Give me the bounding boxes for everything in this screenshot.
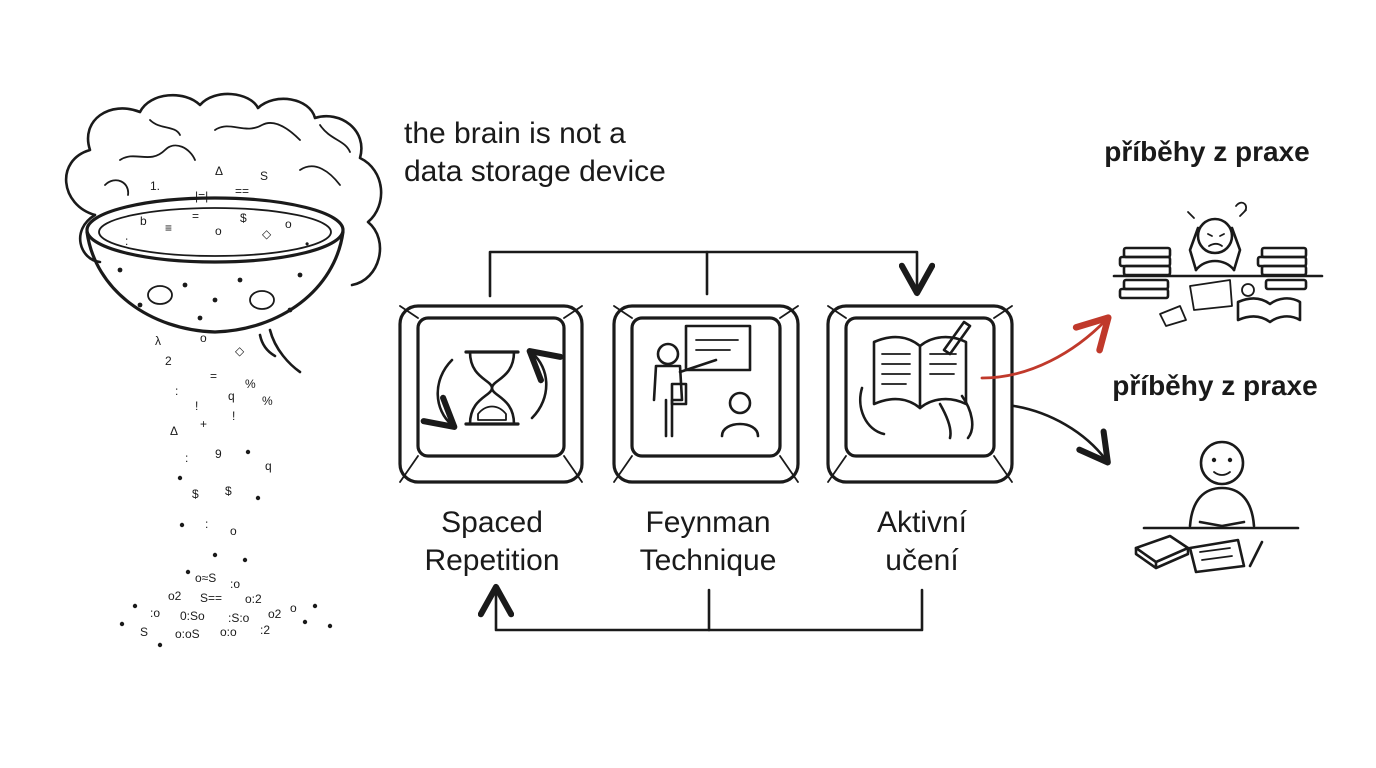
- colander-rim: [85, 196, 345, 264]
- key-face: [416, 316, 566, 458]
- svg-text:o:oS: o:oS: [175, 627, 200, 641]
- hourglass-icon: [420, 348, 564, 430]
- colander-bowl: [85, 230, 345, 334]
- svg-text:o: o: [215, 224, 222, 238]
- top-connector: [488, 250, 936, 298]
- key-face: [630, 316, 782, 458]
- open-book-icon: [859, 320, 974, 440]
- key-outer: [826, 304, 1014, 484]
- svg-text:+: +: [200, 417, 207, 431]
- svg-text::: :: [185, 451, 188, 465]
- technique-key-aktivni-uceni: [826, 304, 1014, 484]
- svg-text::o: :o: [230, 577, 240, 591]
- svg-text:λ: λ: [155, 334, 161, 348]
- svg-text:=: =: [192, 209, 199, 223]
- svg-text:%: %: [245, 377, 256, 391]
- technique-label-2-line-1: Feynman: [645, 506, 770, 539]
- brain-fold: [104, 179, 129, 196]
- headline-line-1: the brain is not a: [404, 117, 626, 150]
- svg-text:q: q: [228, 389, 235, 403]
- svg-text:o: o: [285, 217, 292, 231]
- svg-text:S==: S==: [200, 591, 222, 605]
- svg-text:9: 9: [215, 447, 222, 461]
- key-bevel: [827, 305, 1013, 483]
- svg-text:S: S: [260, 169, 268, 183]
- svg-text::: :: [125, 234, 128, 248]
- brain-fold: [149, 119, 181, 136]
- colander-hole: [147, 285, 173, 305]
- svg-text:|=|: |=|: [195, 189, 208, 203]
- technique-label-3-line-2: učení: [885, 544, 959, 577]
- key-face: [844, 316, 996, 458]
- teacher-icon: [652, 324, 760, 438]
- svg-text:◇: ◇: [235, 344, 245, 358]
- svg-text:•: •: [305, 237, 309, 251]
- svg-text::: :: [175, 384, 178, 398]
- svg-text:≡: ≡: [165, 221, 172, 235]
- key-bevel: [613, 305, 799, 483]
- brain-colander-illustration: b ≡ = o $ ◇ o 1. Δ S |=| == : • λ o ◇ 2 …: [64, 92, 383, 648]
- brain-fold: [119, 144, 196, 161]
- technique-key-spaced-repetition: [398, 304, 584, 484]
- svg-text:==: ==: [235, 184, 249, 198]
- outcome-arrow-red: [980, 314, 1112, 380]
- data-pile: o≈S :o o2 S== o:2 :o 0:So :S:o o2 o S o:…: [119, 571, 333, 648]
- colander-rim-inner: [98, 207, 332, 257]
- svg-text:%: %: [262, 394, 273, 408]
- svg-text:o:2: o:2: [245, 592, 262, 606]
- data-symbols-in-bowl: b ≡ = o $ ◇ o 1. Δ S |=| == : •: [125, 164, 309, 251]
- outcome-label-1: příběhy z praxe: [1104, 136, 1309, 167]
- svg-text::: :: [205, 517, 208, 531]
- calm-student-icon: [1134, 440, 1300, 574]
- svg-text:!: !: [232, 409, 235, 423]
- svg-text:Δ: Δ: [215, 164, 223, 178]
- technique-label-2-line-2: Technique: [640, 544, 777, 577]
- brain-fold: [299, 165, 341, 186]
- svg-text:Δ: Δ: [170, 424, 178, 438]
- svg-text:o:o: o:o: [220, 625, 237, 639]
- svg-text::S:o: :S:o: [228, 611, 250, 625]
- svg-text:o2: o2: [268, 607, 282, 621]
- svg-text:=: =: [210, 369, 217, 383]
- svg-text:1.: 1.: [150, 179, 160, 193]
- svg-text:o: o: [230, 524, 237, 538]
- colander-hole: [249, 290, 275, 310]
- falling-data-stream: λ o ◇ 2 = % : ! q % Δ + ! : 9 q $ $ : o: [155, 331, 273, 575]
- svg-text:o2: o2: [168, 589, 182, 603]
- svg-text:q: q: [265, 459, 272, 473]
- svg-text:o≈S: o≈S: [195, 571, 216, 585]
- brain-fold: [319, 124, 351, 153]
- svg-text:!: !: [195, 399, 198, 413]
- brain-stem: [258, 328, 302, 374]
- technique-key-feynman-technique: [612, 304, 800, 484]
- key-outer: [612, 304, 800, 484]
- cycle-connectors: [477, 250, 936, 632]
- svg-text:0:So: 0:So: [180, 609, 205, 623]
- brain-fold: [214, 122, 301, 141]
- svg-text:$: $: [192, 487, 199, 501]
- outcome-arrow-black: [1012, 404, 1111, 466]
- svg-text::2: :2: [260, 623, 270, 637]
- outcome-label-2: příběhy z praxe: [1112, 370, 1317, 401]
- svg-text:o: o: [200, 331, 207, 345]
- svg-text:o: o: [290, 601, 297, 615]
- technique-label-3-line-1: Aktivní: [877, 506, 968, 539]
- svg-text:◇: ◇: [262, 227, 272, 241]
- key-bevel: [399, 305, 583, 483]
- headline-line-2: data storage device: [404, 155, 666, 188]
- svg-text:S: S: [140, 625, 148, 639]
- svg-text:2: 2: [165, 354, 172, 368]
- svg-text::o: :o: [150, 606, 160, 620]
- technique-label-1-line-1: Spaced: [441, 506, 543, 539]
- svg-text:$: $: [240, 211, 247, 225]
- technique-label-1-line-2: Repetition: [424, 544, 559, 577]
- svg-text:b: b: [140, 214, 147, 228]
- stressed-student-icon: [1112, 201, 1324, 327]
- svg-text:$: $: [225, 484, 232, 498]
- key-outer: [398, 304, 584, 484]
